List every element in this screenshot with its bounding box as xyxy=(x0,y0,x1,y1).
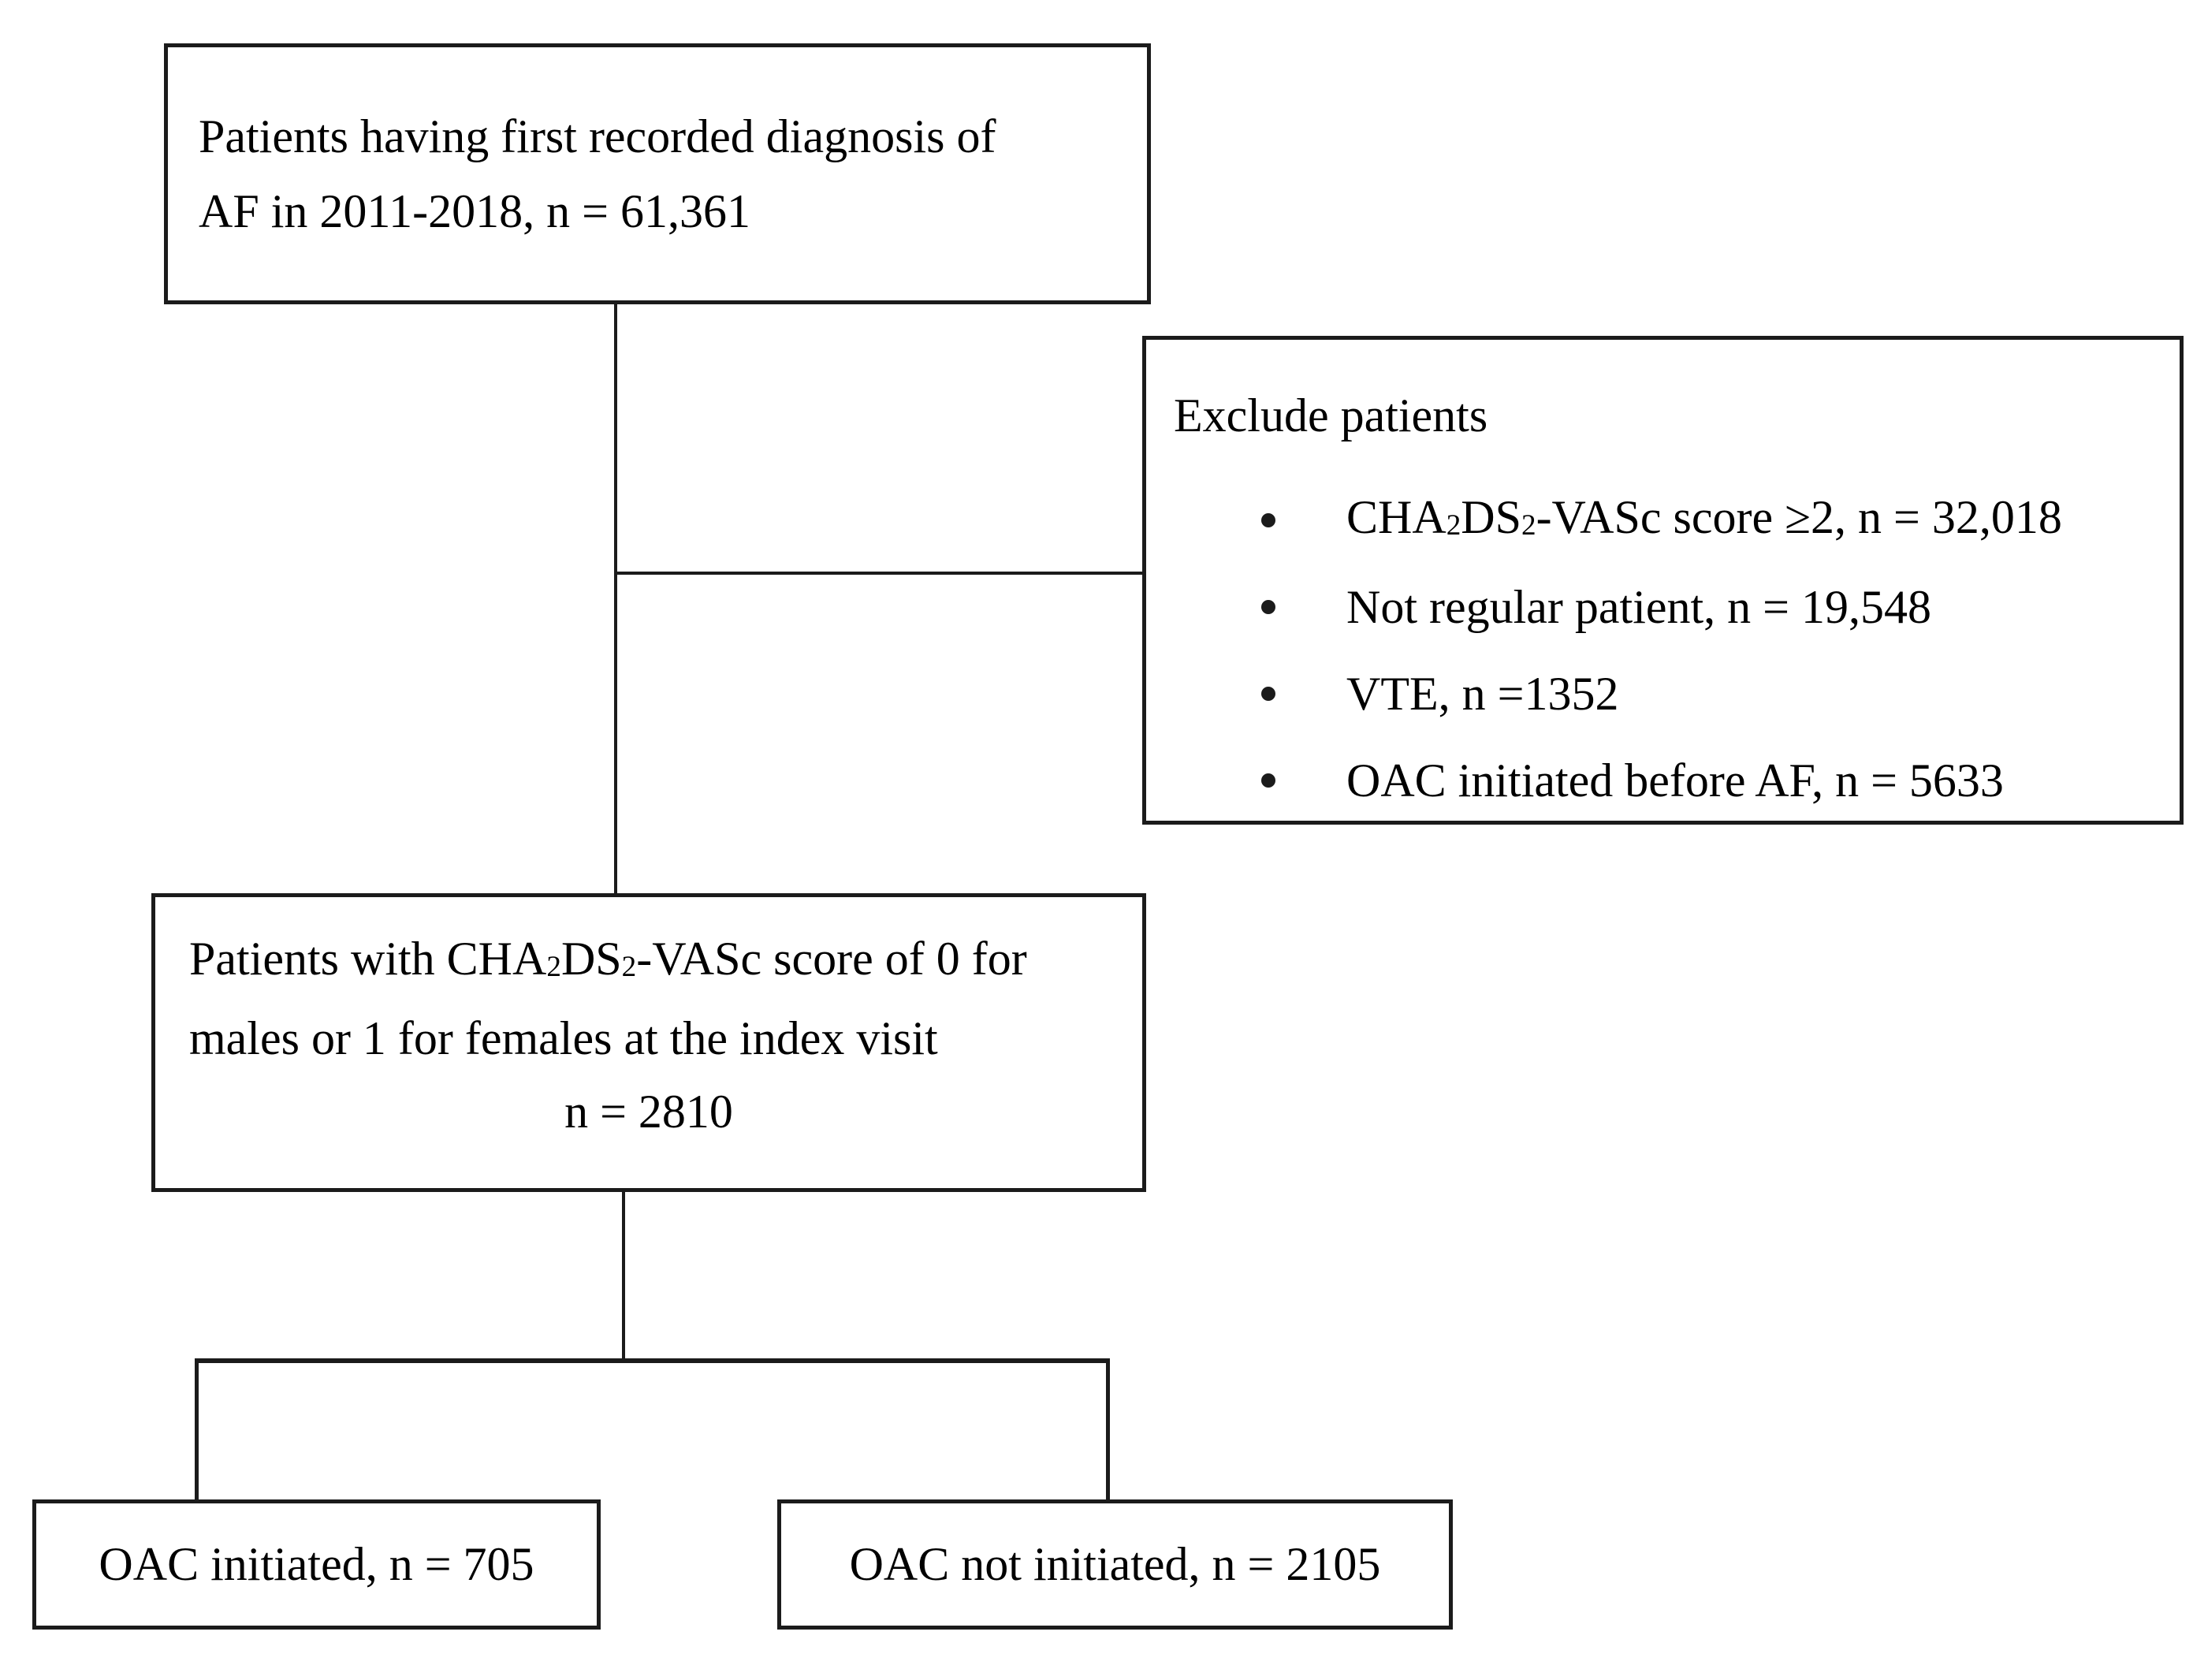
initial-cohort-line2: AF in 2011-2018, n = 61,361 xyxy=(199,184,750,237)
exclusion-item-chads: CHA2DS2-VASc score ≥2, n = 32,018 xyxy=(1146,477,2180,564)
connector-branch-right xyxy=(1106,1358,1110,1499)
exclusions-list: CHA2DS2-VASc score ≥2, n = 32,018 Not re… xyxy=(1146,477,2180,824)
oac-initiated-label: OAC initiated, n = 705 xyxy=(99,1538,534,1590)
oac-not-initiated-label: OAC not initiated, n = 2105 xyxy=(849,1538,1381,1590)
bullet-icon xyxy=(1261,773,1275,788)
connector-top-to-middle xyxy=(614,304,617,893)
exclusion-item-not-regular: Not regular patient, n = 19,548 xyxy=(1146,564,2180,650)
bullet-icon xyxy=(1261,513,1275,527)
exclusion-item-label: VTE, n =1352 xyxy=(1346,668,1619,720)
bullet-icon xyxy=(1261,687,1275,701)
exclusion-item-vte: VTE, n =1352 xyxy=(1146,650,2180,737)
eligible-cohort-count: n = 2810 xyxy=(564,1086,733,1138)
box-oac-not-initiated: OAC not initiated, n = 2105 xyxy=(777,1499,1453,1630)
connector-middle-down xyxy=(622,1192,625,1361)
connector-to-exclusions xyxy=(614,572,1142,575)
eligible-cohort-line2: males or 1 for females at the index visi… xyxy=(189,1012,938,1064)
connector-branch-horizontal xyxy=(195,1358,1110,1363)
exclusion-item-label: CHA2DS2-VASc score ≥2, n = 32,018 xyxy=(1346,490,2062,543)
box-oac-initiated: OAC initiated, n = 705 xyxy=(32,1499,601,1630)
exclusion-item-label: OAC initiated before AF, n = 5633 xyxy=(1346,754,2004,806)
box-exclusions: Exclude patients CHA2DS2-VASc score ≥2, … xyxy=(1142,336,2184,825)
exclusions-title: Exclude patients xyxy=(1174,389,1488,441)
initial-cohort-line1: Patients having first recorded diagnosis… xyxy=(199,110,996,162)
connector-branch-left xyxy=(195,1358,199,1499)
exclusion-item-oac-before-af: OAC initiated before AF, n = 5633 xyxy=(1146,737,2180,824)
eligible-cohort-line1: Patients with CHA2DS2-VASc score of 0 fo… xyxy=(189,933,1027,985)
box-eligible-cohort: Patients with CHA2DS2-VASc score of 0 fo… xyxy=(151,893,1146,1192)
exclusion-item-label: Not regular patient, n = 19,548 xyxy=(1346,581,1932,633)
bullet-icon xyxy=(1261,600,1275,614)
box-initial-cohort: Patients having first recorded diagnosis… xyxy=(164,43,1151,304)
